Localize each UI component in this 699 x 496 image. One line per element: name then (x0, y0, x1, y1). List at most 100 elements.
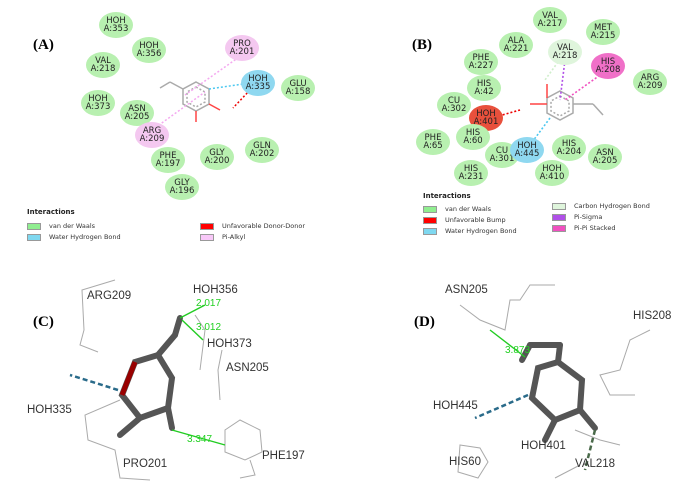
residue-name: ASN (128, 104, 146, 114)
panel-label-b: (B) (412, 37, 432, 53)
residue-id: A:197 (155, 159, 181, 169)
residue-name: ARG (142, 126, 162, 136)
legend-label: Water Hydrogen Bond (445, 227, 517, 235)
legend-swatch (423, 227, 437, 235)
residue-id: A:196 (169, 186, 195, 196)
legend-title-b: Interactions (423, 192, 471, 200)
protein-residues-d (457, 284, 651, 479)
legend-swatch (423, 205, 437, 213)
residue-name: HIS (561, 139, 577, 149)
residue-name: GLY (174, 178, 190, 188)
residue-id: A:42 (474, 87, 494, 97)
residue-name: HOH (88, 94, 108, 104)
residue-label-asn205: ASN205 (445, 284, 488, 296)
residue-name: GLY (209, 148, 225, 158)
legend-label: van der Waals (49, 222, 96, 230)
residue-id: A:401 (473, 117, 499, 127)
residue-name: CU (447, 96, 461, 106)
protein-residues-c (79, 279, 263, 481)
residue-name: HOH (106, 16, 126, 26)
residue-id: A:302 (441, 104, 467, 114)
residue-label-his60: HIS60 (449, 456, 481, 468)
legend-swatch (423, 216, 437, 224)
residue-id: A:205 (124, 112, 150, 122)
residue-id: A:445 (514, 149, 540, 159)
legend-swatch (200, 233, 214, 241)
legend-label: van der Waals (445, 205, 492, 213)
residue-id: A:60 (463, 136, 483, 146)
legend-label: Unfavorable Bump (445, 216, 506, 224)
residue-name: HOH (476, 109, 496, 119)
legend-item: Pi-Pi Stacked (552, 224, 615, 232)
residue-name: HOH (139, 41, 159, 51)
residue-id: A:158 (285, 87, 311, 97)
ligand-d (519, 342, 598, 443)
ligand-a (159, 81, 221, 122)
residue-name: HIS (476, 79, 492, 89)
residue-id: A:410 (539, 172, 565, 182)
legend-item: Unfavorable Donor-Donor (200, 222, 305, 230)
panel-label-a: (A) (33, 37, 54, 53)
residue-id: A:217 (537, 19, 563, 29)
legend-swatch (27, 222, 41, 230)
distance-label: 3.347 (187, 434, 213, 445)
distance-label: 2.017 (196, 298, 222, 309)
residue-label-hoh335: HOH335 (27, 404, 72, 416)
residue-id: A:208 (595, 65, 621, 75)
legend-item: van der Waals (27, 222, 95, 230)
residue-name: PRO (233, 39, 251, 49)
residue-name: VAL (542, 11, 558, 21)
residue-name: HIS (463, 164, 479, 174)
legend-swatch (552, 202, 566, 210)
residue-name: VAL (95, 56, 111, 66)
residue-name: HOH (517, 141, 537, 151)
panel-label-c: (C) (33, 314, 54, 330)
residue-label-hoh356: HOH356 (193, 284, 238, 296)
residue-name: ARG (640, 73, 660, 83)
residue-id: A:218 (90, 64, 116, 74)
legend-item: van der Waals (423, 205, 491, 213)
legend-label: Water Hydrogen Bond (49, 233, 121, 241)
residue-name: ALA (507, 36, 525, 46)
residue-name: PHE (472, 53, 490, 63)
residue-name: ASN (596, 148, 614, 158)
residue-id: A:218 (552, 51, 578, 61)
residue-name: GLU (289, 79, 307, 89)
residue-name: PHE (159, 151, 177, 161)
interaction-lines-b (494, 59, 604, 146)
residue-id: A:205 (592, 156, 618, 166)
legend-label: Unfavorable Donor-Donor (222, 222, 306, 230)
residue-id: A:200 (204, 156, 230, 166)
legend-label: Carbon Hydrogen Bond (574, 202, 650, 210)
residue-label-asn205: ASN205 (226, 362, 269, 374)
legend-item: Pi-Sigma (552, 213, 602, 221)
residue-name: HOH (248, 74, 268, 84)
legend-swatch (200, 222, 214, 230)
residue-label-hoh445: HOH445 (433, 400, 478, 412)
residue-id: A:215 (590, 31, 616, 41)
residue-name: MET (594, 23, 612, 33)
residue-id: A:202 (249, 149, 275, 159)
residue-id: A:356 (136, 49, 162, 59)
residue-label-arg209: ARG209 (87, 290, 132, 302)
